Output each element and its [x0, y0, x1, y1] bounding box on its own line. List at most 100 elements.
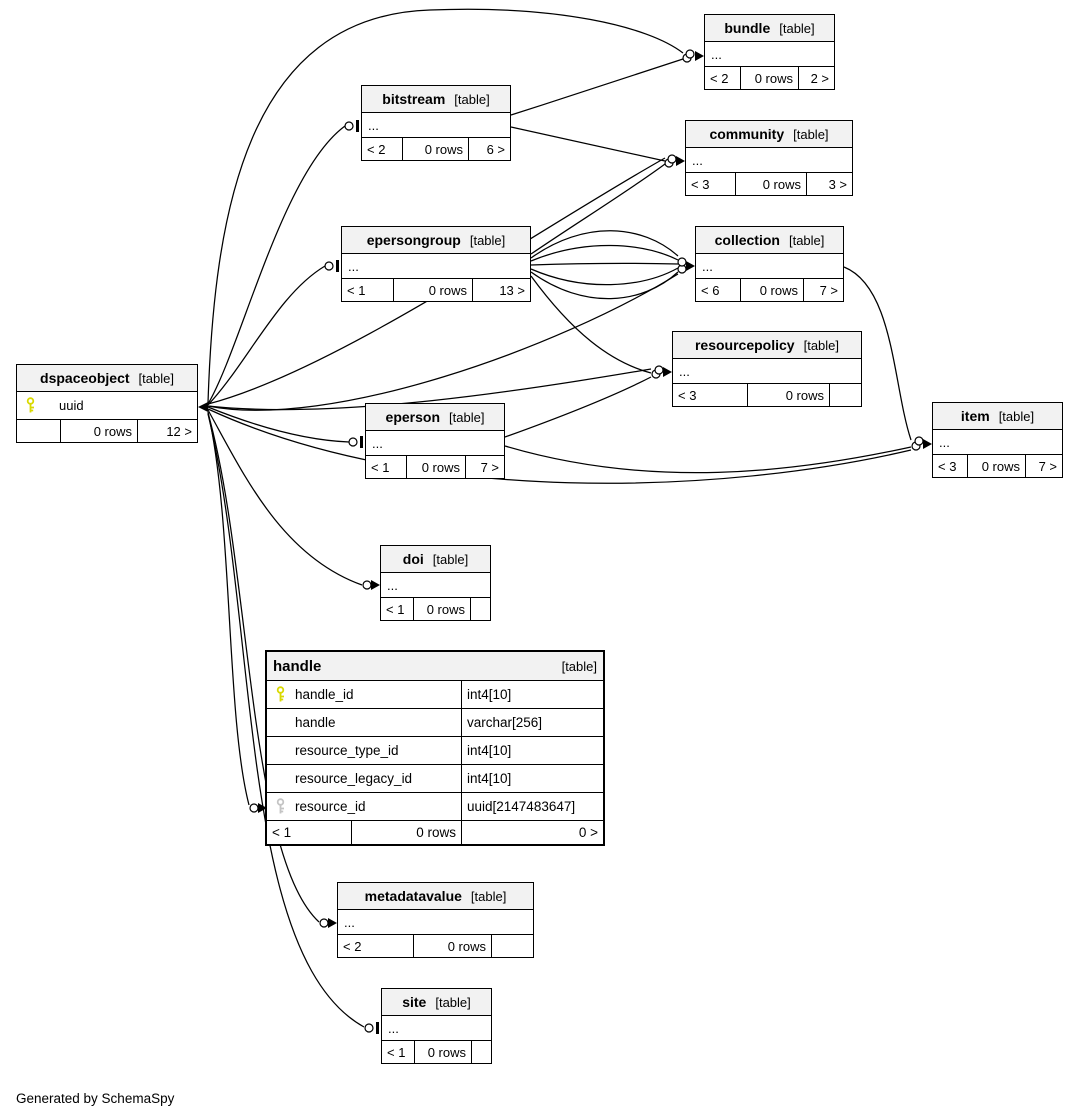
- parents-count[interactable]: < 1: [366, 456, 407, 478]
- children-count[interactable]: 7 >: [819, 282, 838, 298]
- column-row-handle-id[interactable]: handle_id int4[10]: [267, 681, 603, 709]
- table-footer: < 1 0 rows 0 >: [267, 821, 603, 844]
- edge-dspaceobject-doi: [207, 409, 363, 586]
- rows-count: 0 rows: [415, 1041, 472, 1063]
- table-epersongroup[interactable]: epersongroup [table] ... < 1 0 rows 13 >: [341, 226, 531, 302]
- children-count[interactable]: [830, 384, 861, 406]
- table-header[interactable]: site [table]: [382, 989, 491, 1016]
- table-name: handle: [273, 657, 322, 675]
- children-count[interactable]: 0 >: [578, 825, 598, 840]
- column-row-resource-legacy-id[interactable]: resource_legacy_id int4[10]: [267, 765, 603, 793]
- table-footer: < 2 0 rows 6 >: [362, 138, 510, 160]
- table-footer: < 1 0 rows 13 >: [342, 279, 530, 301]
- connector-collection: [677, 257, 695, 274]
- edge-dspaceobject-bitstream: [207, 125, 346, 405]
- table-header[interactable]: bundle [table]: [705, 15, 834, 42]
- table-dspaceobject[interactable]: dspaceobject [table] uuid 0 rows 12 >: [16, 364, 198, 443]
- table-type-label: [table]: [561, 658, 597, 674]
- connector-item: [911, 436, 932, 451]
- edge-collection-item: [843, 266, 912, 441]
- table-type-label: [table]: [435, 994, 471, 1010]
- column-type: varchar[256]: [461, 709, 603, 736]
- table-header[interactable]: item [table]: [933, 403, 1062, 430]
- table-metadatavalue[interactable]: metadatavalue [table] ... < 2 0 rows: [337, 882, 534, 958]
- table-type-label: [table]: [469, 232, 506, 248]
- table-name: bundle: [724, 20, 771, 36]
- column-type: uuid[2147483647]: [461, 793, 603, 820]
- connector-handle: [249, 803, 267, 813]
- column-row-uuid[interactable]: uuid: [17, 392, 197, 420]
- columns-ellipsis: ...: [705, 42, 834, 67]
- column-row-handle[interactable]: handle varchar[256]: [267, 709, 603, 737]
- table-handle[interactable]: handle [table] handle_id int4[10] handle…: [265, 650, 605, 846]
- parents-count: [17, 420, 61, 442]
- children-count[interactable]: 13 >: [499, 282, 525, 298]
- parents-count[interactable]: < 2: [362, 138, 403, 160]
- edge-epersongroup-collection-4: [530, 267, 679, 286]
- column-row-resource-id[interactable]: resource_id uuid[2147483647]: [267, 793, 603, 821]
- table-type-label: [table]: [432, 551, 469, 567]
- table-bitstream[interactable]: bitstream [table] ... < 2 0 rows 6 >: [361, 85, 511, 161]
- column-name: uuid: [59, 398, 84, 413]
- table-footer: < 3 0 rows 3 >: [686, 173, 852, 195]
- table-footer: < 2 0 rows: [338, 935, 533, 957]
- rows-count: 0 rows: [61, 420, 138, 442]
- table-header[interactable]: handle [table]: [267, 652, 603, 681]
- columns-ellipsis: ...: [366, 431, 504, 456]
- column-type: int4[10]: [461, 737, 603, 764]
- parents-count[interactable]: < 1: [342, 279, 394, 301]
- connector-metadatavalue: [319, 918, 337, 928]
- table-header[interactable]: eperson [table]: [366, 404, 504, 431]
- table-doi[interactable]: doi [table] ... < 1 0 rows: [380, 545, 491, 621]
- rows-count: 0 rows: [403, 138, 469, 160]
- children-count[interactable]: 12 >: [166, 423, 192, 439]
- parents-count[interactable]: < 6: [696, 279, 741, 301]
- table-item[interactable]: item [table] ... < 3 0 rows 7 >: [932, 402, 1063, 478]
- table-name: item: [960, 408, 990, 424]
- table-type-label: [table]: [803, 337, 840, 353]
- edge-epersongroup-collection-3: [530, 262, 679, 266]
- table-header[interactable]: resourcepolicy [table]: [673, 332, 861, 359]
- parents-count[interactable]: < 2: [338, 935, 414, 957]
- column-name: handle: [295, 715, 336, 730]
- children-count[interactable]: 2 >: [810, 70, 829, 86]
- parents-count[interactable]: < 2: [705, 67, 741, 89]
- parents-count[interactable]: < 3: [673, 384, 748, 406]
- table-collection[interactable]: collection [table] ... < 6 0 rows 7 >: [695, 226, 844, 302]
- children-count[interactable]: 7 >: [480, 459, 499, 475]
- table-community[interactable]: community [table] ... < 3 0 rows 3 >: [685, 120, 853, 196]
- edge-dspaceobject-collection: [207, 273, 679, 411]
- table-name: collection: [714, 232, 780, 248]
- table-eperson[interactable]: eperson [table] ... < 1 0 rows 7 >: [365, 403, 505, 479]
- table-header[interactable]: dspaceobject [table]: [17, 365, 197, 392]
- parents-count[interactable]: < 3: [686, 173, 736, 195]
- column-row-resource-type-id[interactable]: resource_type_id int4[10]: [267, 737, 603, 765]
- table-bundle[interactable]: bundle [table] ... < 2 0 rows 2 >: [704, 14, 835, 90]
- foreign-key-icon: [273, 798, 287, 815]
- table-site[interactable]: site [table] ... < 1 0 rows: [381, 988, 492, 1064]
- rows-count: 0 rows: [741, 67, 799, 89]
- rows-count: 0 rows: [968, 455, 1026, 477]
- table-resourcepolicy[interactable]: resourcepolicy [table] ... < 3 0 rows: [672, 331, 862, 407]
- table-name: resourcepolicy: [694, 337, 795, 353]
- table-footer: < 6 0 rows 7 >: [696, 279, 843, 301]
- table-header[interactable]: metadatavalue [table]: [338, 883, 533, 910]
- children-count[interactable]: 7 >: [1038, 458, 1057, 474]
- edge-epersongroup-collection-2: [530, 244, 679, 262]
- parents-count[interactable]: < 3: [933, 455, 968, 477]
- rows-count: 0 rows: [414, 598, 471, 620]
- table-header[interactable]: community [table]: [686, 121, 852, 148]
- children-count[interactable]: 3 >: [828, 176, 847, 192]
- table-header[interactable]: collection [table]: [696, 227, 843, 254]
- table-header[interactable]: bitstream [table]: [362, 86, 510, 113]
- table-header[interactable]: epersongroup [table]: [342, 227, 530, 254]
- rows-count: 0 rows: [414, 935, 492, 957]
- rows-count: 0 rows: [394, 279, 473, 301]
- columns-ellipsis: ...: [686, 148, 852, 173]
- parents-count[interactable]: < 1: [267, 821, 352, 844]
- children-count[interactable]: 6 >: [486, 141, 505, 157]
- parents-count[interactable]: < 1: [382, 1041, 415, 1063]
- parents-count[interactable]: < 1: [381, 598, 414, 620]
- table-header[interactable]: doi [table]: [381, 546, 490, 573]
- columns-ellipsis: ...: [382, 1016, 491, 1041]
